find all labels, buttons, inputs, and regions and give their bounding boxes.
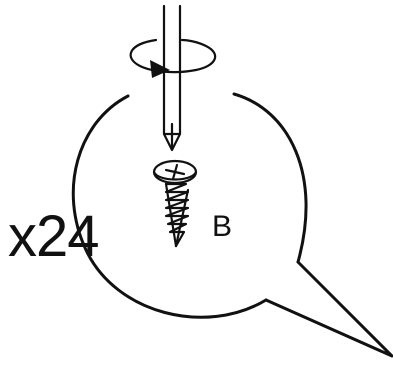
rotation-arrowhead	[150, 60, 170, 78]
screwdriver-icon	[164, 6, 180, 150]
screw-icon	[154, 161, 196, 246]
rotation-arrow-icon	[131, 40, 216, 78]
callout-bubble	[73, 94, 392, 356]
part-label: B	[212, 210, 232, 243]
quantity-label: x24	[8, 204, 99, 269]
